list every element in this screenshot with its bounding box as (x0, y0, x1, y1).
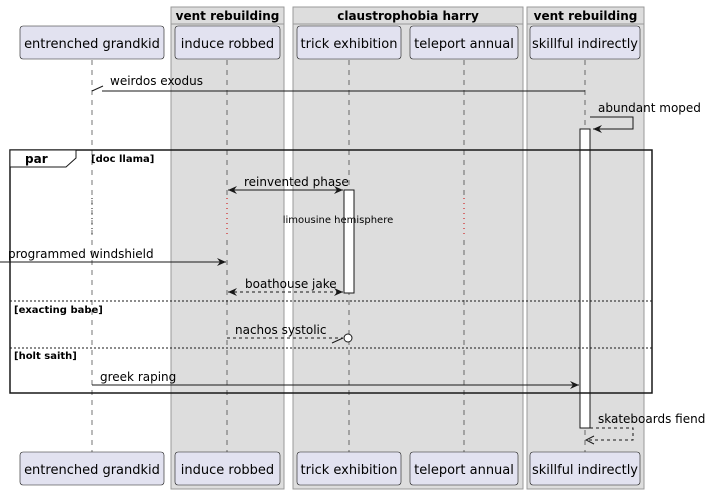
message-label: abundant moped (598, 101, 701, 115)
message-label: reinvented phase (244, 175, 349, 189)
participant-label: teleport annual (414, 463, 514, 478)
participant-label: teleport annual (414, 37, 514, 52)
par-fragment: par [doc llama] [exacting babe] [holt sa… (9, 149, 653, 394)
fragment-guard: [holt saith] (14, 351, 77, 362)
participant-label: trick exhibition (301, 37, 398, 52)
participant-label: induce robbed (181, 37, 274, 52)
participant-induce-robbed: induce robbed (174, 25, 281, 60)
participant-entrenched-grandkid-footer: entrenched grandkid (19, 451, 165, 486)
message-label: programmed windshield (8, 247, 154, 261)
group-box-vent-rebuilding-1: vent rebuilding (170, 6, 285, 490)
activation-bar-skillful-indirectly (579, 128, 591, 429)
message-skateboards-fiend: skateboards fiend (586, 412, 705, 440)
fragment-guard: [doc llama] (91, 154, 154, 165)
participant-label: skillful indirectly (532, 463, 638, 478)
participant-trick-exhibition-footer: trick exhibition (296, 451, 402, 486)
message-weirdos-exodus: weirdos exodus (91, 74, 585, 92)
participant-label: skillful indirectly (532, 37, 638, 52)
participant-teleport-annual: teleport annual (409, 25, 519, 60)
participant-trick-exhibition: trick exhibition (296, 25, 402, 60)
message-label: skateboards fiend (598, 412, 705, 426)
message-nachos-systolic: nachos systolic (227, 323, 353, 344)
delay-label: limousine hemisphere (283, 215, 394, 226)
fragment-keyword: par (25, 152, 48, 166)
group-box-label: claustrophobia harry (337, 9, 479, 23)
fragment-guard: [exacting babe] (14, 305, 103, 316)
message-reinvented-phase: reinvented phase (228, 175, 349, 194)
participant-label: entrenched grandkid (24, 463, 160, 478)
participant-label: entrenched grandkid (24, 37, 160, 52)
participant-skillful-indirectly: skillful indirectly (529, 25, 641, 60)
participant-entrenched-grandkid: entrenched grandkid (19, 25, 165, 60)
activation-bar-trick-exhibition (343, 189, 355, 294)
message-boathouse-jake: boathouse jake (228, 277, 343, 296)
participant-teleport-annual-footer: teleport annual (409, 451, 519, 486)
message-label: nachos systolic (235, 323, 327, 337)
message-label: greek raping (100, 370, 176, 384)
group-box-claustrophobia-harry: claustrophobia harry (292, 6, 524, 490)
group-box-label: vent rebuilding (176, 9, 280, 23)
message-abundant-moped: abundant moped (590, 101, 701, 133)
message-label: boathouse jake (245, 277, 337, 291)
participant-skillful-indirectly-footer: skillful indirectly (529, 451, 641, 486)
message-greek-raping: greek raping (92, 370, 579, 389)
group-box-label: vent rebuilding (534, 9, 638, 23)
message-programmed-windshield: programmed windshield (0, 247, 226, 266)
participant-induce-robbed-footer: induce robbed (174, 451, 281, 486)
participant-label: trick exhibition (301, 463, 398, 478)
participant-label: induce robbed (181, 463, 274, 478)
message-label: weirdos exodus (110, 74, 203, 88)
